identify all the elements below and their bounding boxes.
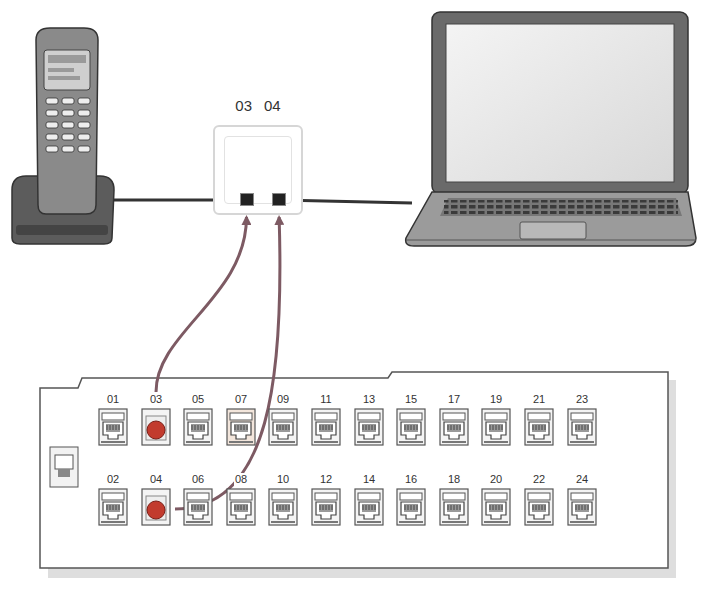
rj45-jack: [567, 488, 597, 526]
patch-port: 14: [351, 473, 387, 526]
port-number: 02: [106, 473, 120, 486]
port-number: 04: [149, 473, 163, 486]
port-number: 12: [319, 473, 333, 486]
rj45-jack: [98, 408, 128, 446]
patch-port: 15: [393, 393, 429, 446]
rj45-jack: [183, 408, 213, 446]
patch-port: 21: [521, 393, 557, 446]
port-number: 03: [149, 393, 163, 406]
socket-number: 03: [234, 97, 253, 115]
cordless-phone: [12, 28, 114, 244]
rj45-jack: [524, 488, 554, 526]
patch-port: 09: [265, 393, 301, 446]
patch-port: 24: [564, 473, 600, 526]
wall-outlet: 03 04: [210, 97, 306, 215]
patch-port: 22: [521, 473, 557, 526]
port-number: 17: [447, 393, 461, 406]
rj45-jack: [481, 408, 511, 446]
patch-port: 02: [95, 473, 131, 526]
patch-port: 11: [308, 393, 344, 446]
uplink-port: [50, 447, 78, 487]
rj45-jack: [396, 488, 426, 526]
socket-number: 04: [263, 97, 282, 115]
patch-arrow: [156, 217, 246, 392]
patch-port: 20: [478, 473, 514, 526]
patch-port: 07: [223, 393, 259, 446]
port-number: 07: [234, 393, 248, 406]
patch-port: 18: [436, 473, 472, 526]
port-number: 06: [191, 473, 205, 486]
port-number: 11: [319, 393, 332, 406]
rj45-jack: [98, 488, 128, 526]
patch-port: 13: [351, 393, 387, 446]
rj45-jack: [183, 488, 213, 526]
port-number: 21: [532, 393, 546, 406]
patch-port: 08: [223, 473, 259, 526]
patch-panel: [40, 372, 676, 578]
patch-port: 23: [564, 393, 600, 446]
rj45-jack: [226, 488, 256, 526]
patch-port: 19: [478, 393, 514, 446]
rj45-jack: [311, 488, 341, 526]
patch-port: 16: [393, 473, 429, 526]
port-number: 10: [276, 473, 290, 486]
patch-port: 12: [308, 473, 344, 526]
empty-port: [141, 408, 171, 446]
rj45-jack: [481, 488, 511, 526]
rj45-jack: [268, 408, 298, 446]
patch-port: 10: [265, 473, 301, 526]
port-number: 19: [489, 393, 503, 406]
empty-port: [141, 488, 171, 526]
patch-port: 04: [138, 473, 174, 526]
rj45-jack: [567, 408, 597, 446]
patch-port: 05: [180, 393, 216, 446]
port-number: 23: [575, 393, 589, 406]
port-number: 13: [362, 393, 376, 406]
port-number: 22: [532, 473, 546, 486]
patch-port: 03: [138, 393, 174, 446]
port-number: 09: [276, 393, 290, 406]
patch-port: 06: [180, 473, 216, 526]
rj45-jack: [226, 408, 256, 446]
outlet-faceplate: [213, 125, 303, 215]
port-number: 24: [575, 473, 589, 486]
rj45-jack: [268, 488, 298, 526]
patch-arrow: [175, 217, 280, 509]
port-number: 15: [404, 393, 418, 406]
port-number: 18: [447, 473, 461, 486]
port-number: 14: [362, 473, 376, 486]
port-number: 20: [489, 473, 503, 486]
patch-port: 17: [436, 393, 472, 446]
port-number: 05: [191, 393, 205, 406]
rj45-jack: [311, 408, 341, 446]
socket: [272, 193, 286, 206]
rj45-jack: [354, 408, 384, 446]
laptop: [406, 12, 696, 246]
port-number: 08: [234, 473, 248, 486]
socket: [240, 193, 254, 206]
patch-port: 01: [95, 393, 131, 446]
rj45-jack: [439, 408, 469, 446]
port-number: 01: [106, 393, 120, 406]
rj45-jack: [524, 408, 554, 446]
rj45-jack: [354, 488, 384, 526]
rj45-jack: [396, 408, 426, 446]
port-number: 16: [404, 473, 418, 486]
rj45-jack: [439, 488, 469, 526]
